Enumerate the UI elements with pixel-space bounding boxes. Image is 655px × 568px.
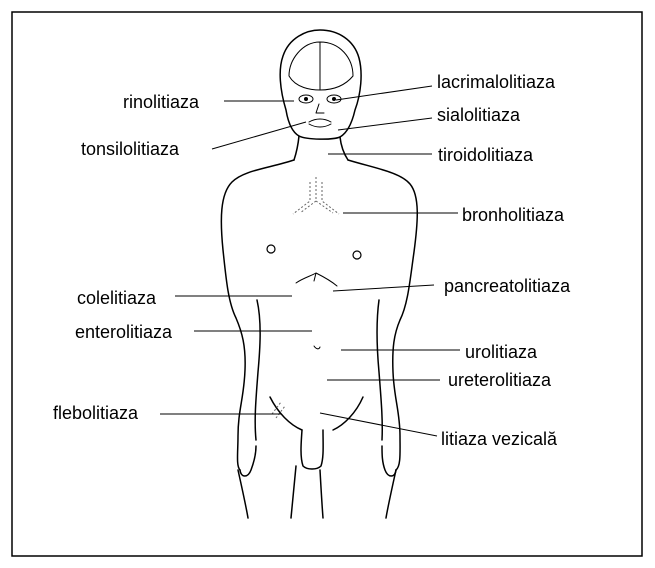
label-litiaza-vezicala: litiaza vezicală [441, 429, 558, 449]
label-enterolitiaza: enterolitiaza [75, 322, 173, 342]
label-tiroidolitiaza: tiroidolitiaza [438, 145, 534, 165]
left-pupil [304, 97, 308, 101]
label-bronholitiaza: bronholitiaza [462, 205, 565, 225]
label-ureterolitiaza: ureterolitiaza [448, 370, 552, 390]
label-colelitiaza: colelitiaza [77, 288, 157, 308]
label-pancreatolitiaza: pancreatolitiaza [444, 276, 571, 296]
label-rinolitiaza: rinolitiaza [123, 92, 200, 112]
label-flebolitiaza: flebolitiaza [53, 403, 139, 423]
label-urolitiaza: urolitiaza [465, 342, 538, 362]
label-sialolitiaza: sialolitiaza [437, 105, 521, 125]
right-pupil [332, 97, 336, 101]
label-lacrimalolitiaza: lacrimalolitiaza [437, 72, 556, 92]
label-tonsilolitiaza: tonsilolitiaza [81, 139, 180, 159]
